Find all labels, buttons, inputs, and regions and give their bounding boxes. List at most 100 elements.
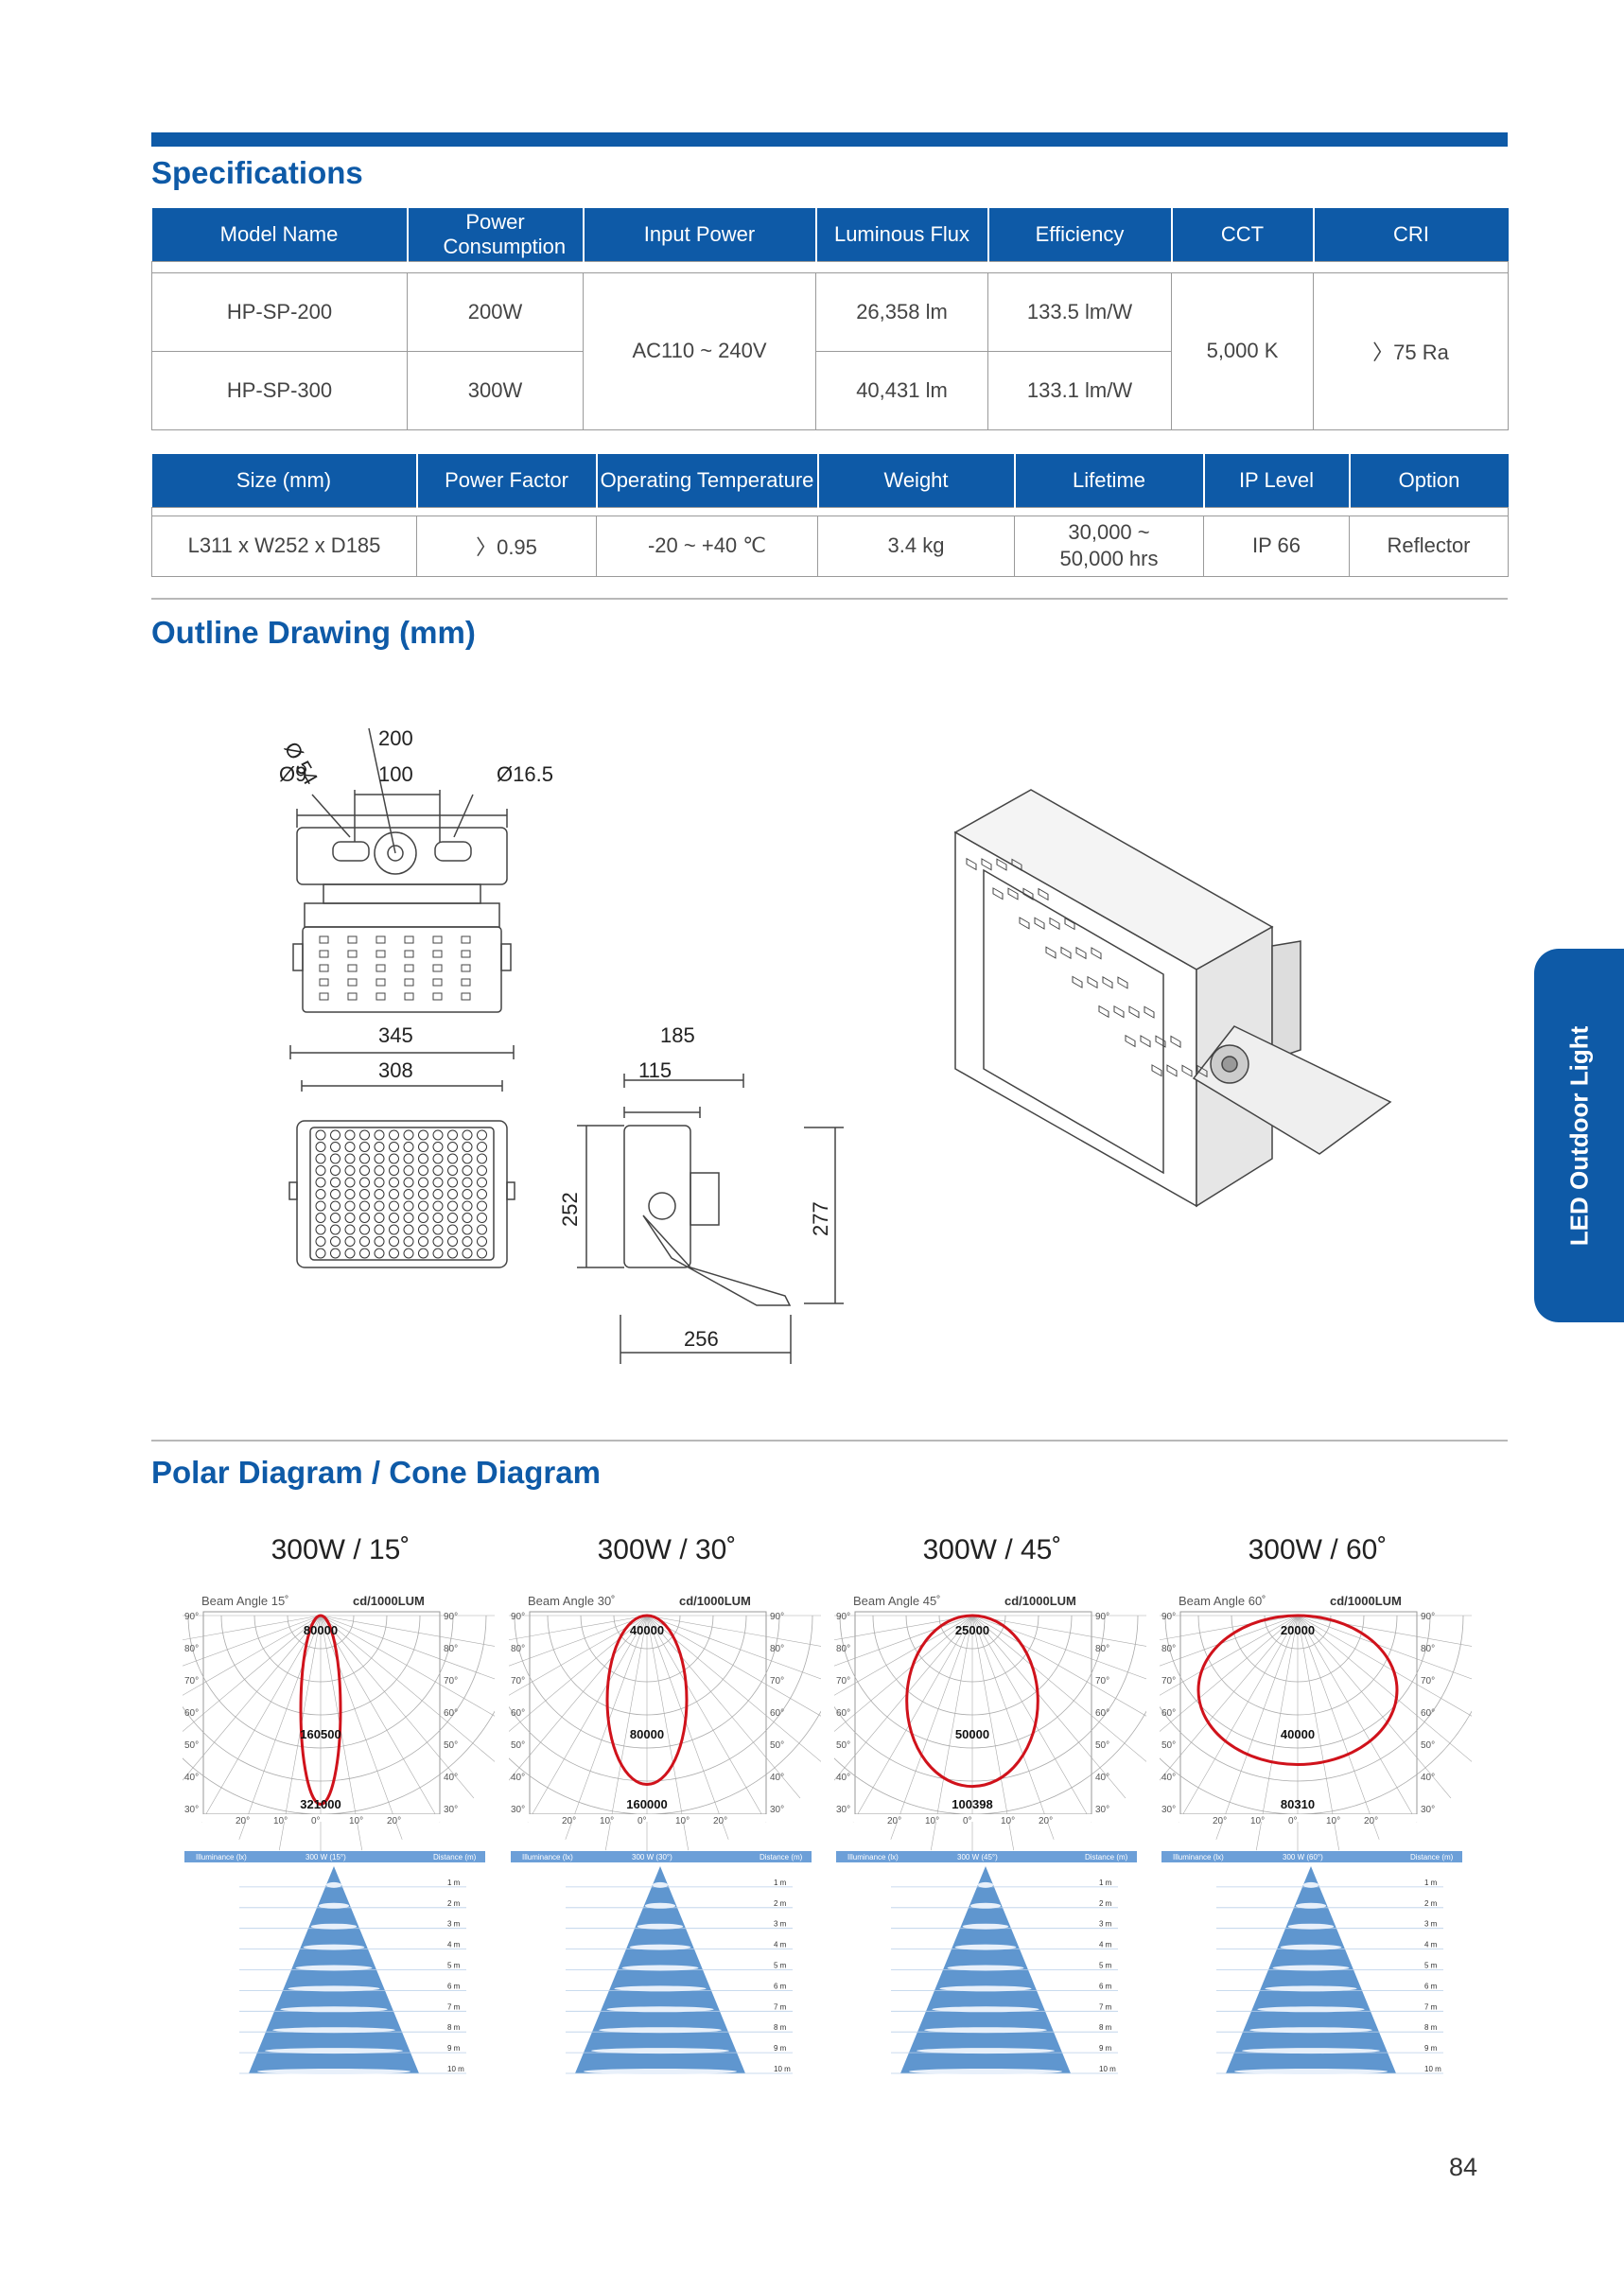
led-lens	[374, 1165, 385, 1176]
intensity-bottom: 80310	[1281, 1797, 1315, 1811]
diagram-title: 300W / 15˚	[271, 1534, 410, 1565]
polar-angle-right: 70°	[444, 1676, 458, 1687]
led-lens	[477, 1200, 487, 1212]
cone-distance-label: 7 m	[1424, 2002, 1438, 2011]
polar-cone-diagram: Beam Angle 30˚cd/1000LUM90°90°80°80°70°7…	[509, 1594, 821, 2074]
vent-slot	[1117, 976, 1128, 989]
cone-footprint	[644, 1902, 676, 1909]
led-lens	[447, 1189, 458, 1199]
dim-100: 100	[378, 762, 413, 786]
cone-distance-label: 10 m	[447, 2065, 464, 2073]
cone-footprint	[917, 2048, 1055, 2054]
led-lens	[418, 1142, 428, 1152]
top-led-grid	[319, 935, 471, 1001]
cone-distance-label: 7 m	[774, 2002, 787, 2011]
polar-spoke	[646, 1615, 821, 1762]
cone-footprint	[1280, 1944, 1342, 1950]
cell-size: L311 x W252 x D185	[151, 515, 417, 577]
front-view-body	[296, 1120, 508, 1268]
vent-slot	[1072, 975, 1083, 988]
led-lens	[330, 1153, 341, 1164]
beam-angle-label: Beam Angle 15˚	[201, 1594, 289, 1608]
cone-distance-label: 9 m	[447, 2044, 461, 2053]
cone-distance-label: 6 m	[1099, 1982, 1112, 1990]
cone-footprint	[1295, 1902, 1327, 1909]
polar-angle-left: 60°	[184, 1708, 199, 1719]
polar-angle-right: 90°	[1421, 1612, 1435, 1622]
led-lens	[330, 1189, 341, 1199]
polar-angle-left: 80°	[836, 1644, 850, 1654]
polar-angle-right: 80°	[1095, 1644, 1109, 1654]
col-power-consumption: Power Consumption	[407, 208, 585, 261]
led-cell	[375, 978, 386, 987]
dim-252: 252	[558, 1192, 582, 1227]
led-lens	[447, 1248, 458, 1259]
intensity-bottom: 100398	[952, 1797, 992, 1811]
polar-angle-right: 50°	[444, 1740, 458, 1751]
polar-spoke	[1255, 1615, 1299, 1851]
cone-footprint	[1265, 1985, 1357, 1992]
polar-angle-right: 60°	[1095, 1708, 1109, 1719]
led-lens	[389, 1213, 399, 1223]
polar-spoke	[646, 1615, 821, 1717]
beam-curve	[299, 1614, 342, 1806]
polar-spoke	[971, 1615, 1146, 1680]
cone-footprint	[584, 2069, 737, 2074]
side-tab: LED Outdoor Light	[1534, 949, 1624, 1322]
cone-distance-label: 3 m	[447, 1920, 461, 1929]
side-tab-label: LED Outdoor Light	[1564, 1025, 1593, 1246]
led-lens	[330, 1213, 341, 1223]
polar-spoke	[1297, 1615, 1472, 1717]
vent-slot	[1022, 887, 1034, 900]
cell-efficiency: 133.5 lm/W	[987, 271, 1172, 352]
polar-spoke	[183, 1615, 322, 1696]
cone-header-bar	[1161, 1851, 1462, 1862]
led-cell	[432, 978, 443, 987]
cone-header-illuminance: Illuminance (lx)	[847, 1853, 899, 1861]
polar-angle-left: 90°	[836, 1612, 850, 1622]
cone-header-beam: 300 W (60°)	[1283, 1853, 1323, 1861]
vent-slot	[1140, 1035, 1151, 1048]
dim-185: 185	[660, 1023, 695, 1047]
polar-spoke	[646, 1615, 690, 1851]
outline-drawing-2d: Ø 54 200 Ø9 100 Ø16.5 345 308 185 115 25…	[279, 726, 844, 1364]
led-lens	[447, 1236, 458, 1247]
led-cell	[404, 964, 414, 972]
cone-distance-label: 2 m	[774, 1899, 787, 1908]
led-cell	[375, 992, 386, 1001]
cone-footprint	[280, 2006, 388, 2013]
led-lens	[344, 1236, 356, 1247]
polar-spoke	[1297, 1615, 1472, 1680]
led-lens	[315, 1189, 326, 1199]
led-lens	[330, 1200, 341, 1212]
cone-footprint	[303, 1944, 365, 1950]
cone-header-distance: Distance (m)	[1410, 1853, 1454, 1861]
cone-distance-label: 7 m	[447, 2002, 461, 2011]
cone-footprint	[962, 1923, 1009, 1930]
led-cell	[404, 992, 414, 1001]
led-lens	[447, 1200, 458, 1212]
led-lens	[374, 1177, 385, 1188]
led-lens	[374, 1142, 385, 1152]
vent-slot	[996, 858, 1007, 871]
front-led-grid	[315, 1129, 487, 1259]
polar-spoke	[1178, 1615, 1299, 1823]
led-lens	[432, 1177, 444, 1188]
polar-angle-left: 50°	[511, 1740, 525, 1751]
cone-distance-label: 5 m	[774, 1962, 787, 1970]
cone-footprint	[947, 1965, 1024, 1971]
polar-angle-bottom: 10°	[349, 1816, 363, 1826]
led-lens	[315, 1236, 326, 1247]
polar-angle-left: 50°	[184, 1740, 199, 1751]
dim-308: 308	[378, 1058, 413, 1082]
polar-angle-left: 80°	[511, 1644, 525, 1654]
vent-slot	[1075, 946, 1087, 960]
led-lens	[315, 1213, 326, 1223]
polar-spoke	[565, 1615, 648, 1840]
polar-spoke	[1160, 1615, 1299, 1732]
led-lens	[374, 1153, 385, 1164]
led-lens	[418, 1177, 428, 1188]
col-cct: CCT	[1171, 208, 1315, 261]
led-lens	[330, 1177, 341, 1188]
led-lens	[374, 1213, 385, 1223]
